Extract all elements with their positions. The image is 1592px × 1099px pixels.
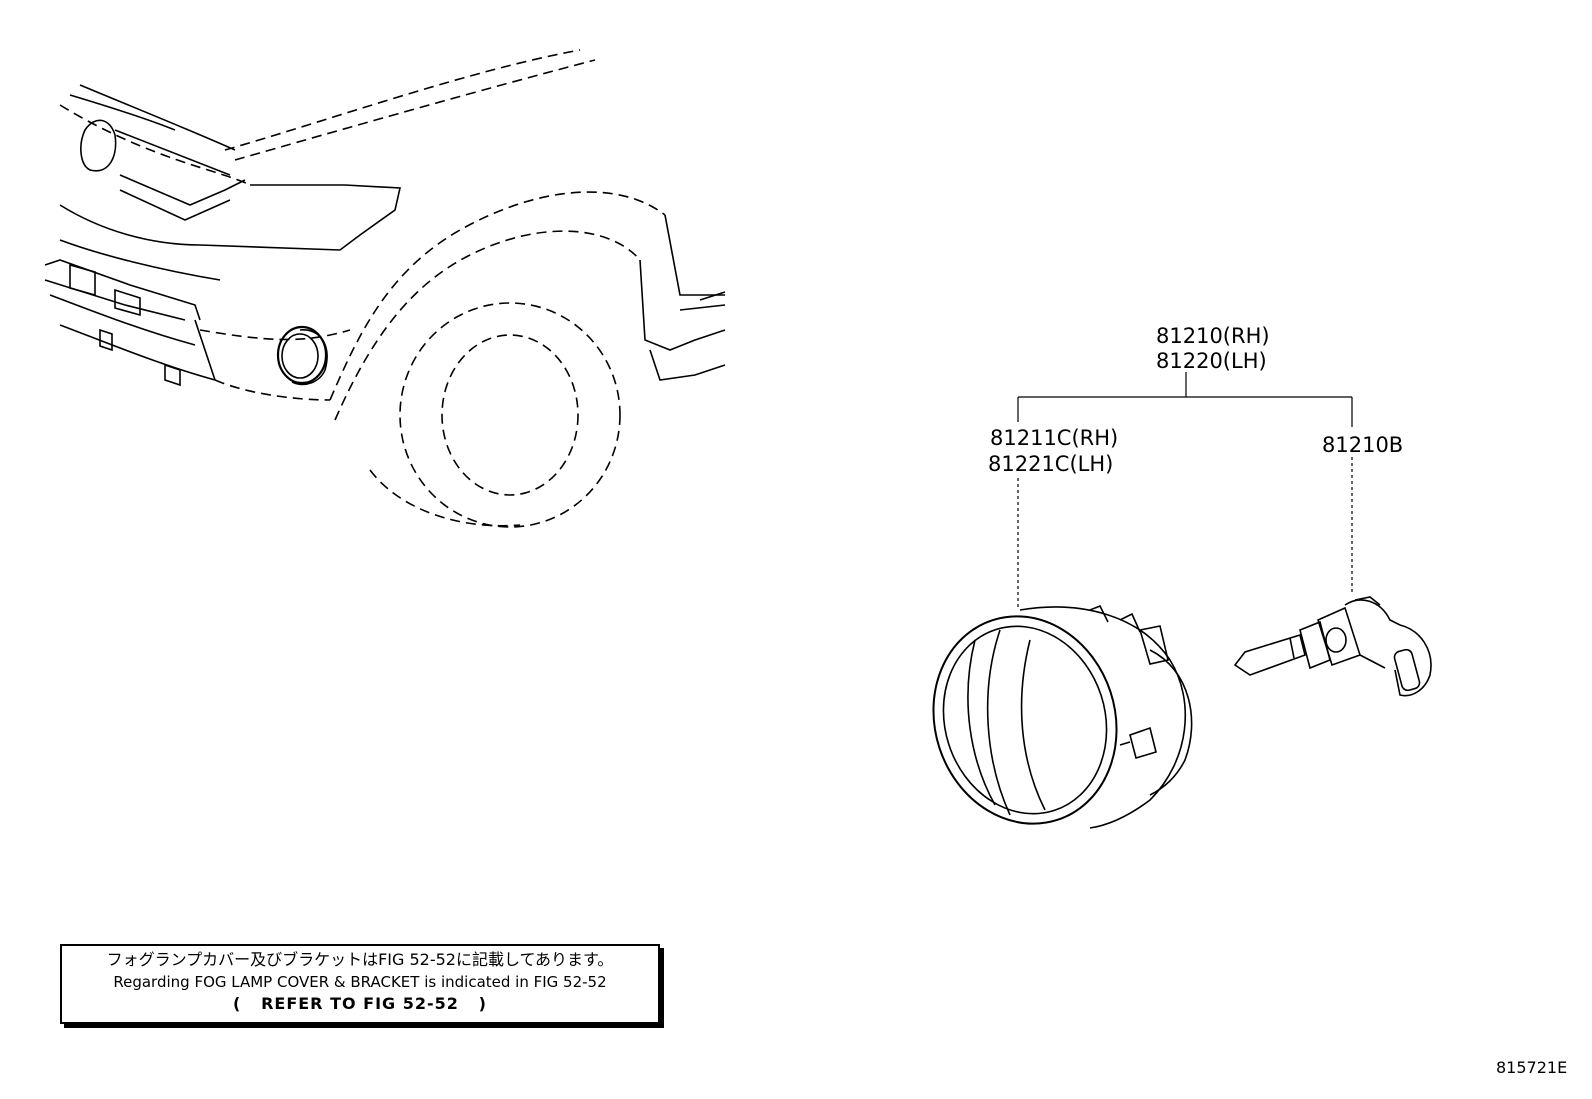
- figure-code: 815721E: [1496, 1058, 1568, 1077]
- vehicle-outline: [44, 49, 726, 528]
- fog-lamp-bulb-drawing: [1233, 596, 1432, 697]
- note-reference: ( REFER TO FIG 52-52 ): [233, 994, 487, 1013]
- callout-assembly-rh: 81210(RH): [1156, 324, 1270, 348]
- note-japanese: フォグランプカバー及びブラケットはFIG 52-52に記載してあります。: [106, 950, 614, 969]
- callout-bulb: 81210B: [1322, 433, 1403, 457]
- note-english: Regarding FOG LAMP COVER & BRACKET is in…: [113, 973, 607, 991]
- callout-assembly-lh: 81220(LH): [1156, 349, 1267, 373]
- fog-lamp-unit-drawing: [932, 604, 1193, 829]
- callout-unit-lh: 81221C(LH): [988, 452, 1113, 476]
- callout-unit-rh: 81211C(RH): [990, 426, 1118, 450]
- reference-note: フォグランプカバー及びブラケットはFIG 52-52に記載してあります。 Reg…: [60, 944, 660, 1024]
- leader-lines: [1017, 372, 1353, 610]
